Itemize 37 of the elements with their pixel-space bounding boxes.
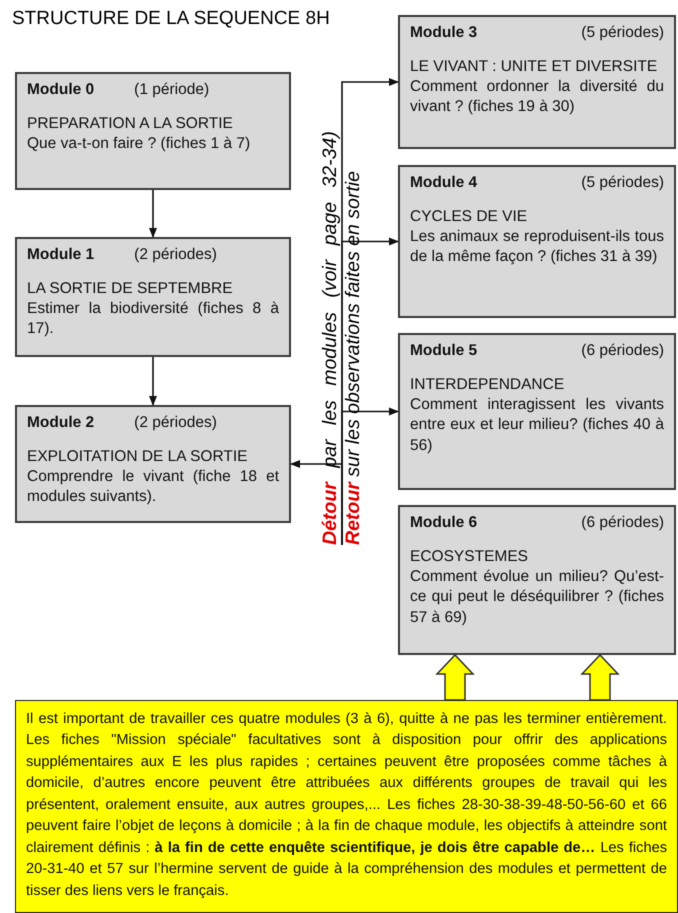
module-heading: Module 5 [410, 341, 478, 361]
arrow [149, 190, 157, 238]
module-description: CYCLES DE VIE Les animaux se reproduisent-ils tous de la même façon ? (fiches 31 à 39) [410, 207, 664, 268]
block-arrow [435, 654, 475, 701]
module-heading: Module 4 [410, 173, 478, 193]
duration-text: (6 périodes) [581, 513, 664, 533]
module-box [398, 333, 676, 490]
module-description: ECOSYSTEMES Comment évolue un milieu? Qu’est-ce qui peut le déséquilibrer ? (fiches 57 à 69) [410, 547, 664, 628]
module-description: EXPLOITATION DE LA SORTIE Comprendre le vivant (fiche 18 et modules suivants). [27, 447, 279, 508]
vertical-label: Retour sur les observations faites en sortie [343, 171, 364, 545]
duration-text: (2 périodes) [134, 245, 217, 265]
vertical-label: Détour par les modules (voir page 32-34) [320, 131, 341, 545]
module-description: INTERDEPENDANCE Comment interagissent les vivants entre eux et leur milieu? (fiches 40 à 56) [410, 375, 664, 456]
module-heading: Module 6 [410, 513, 478, 533]
module-heading: Module 2 [27, 413, 94, 433]
module-box [398, 505, 676, 655]
module-description: LE VIVANT : UNITE ET DIVERSITE Comment ordonner la diversité du vivant ? (fiches 19 à 30) [410, 57, 664, 118]
duration-text: (6 périodes) [581, 341, 664, 361]
duration-text: (5 périodes) [581, 23, 664, 43]
duration-text: (5 périodes) [581, 173, 664, 193]
module-box [398, 15, 676, 149]
module-box [15, 72, 291, 190]
module-heading: Module 3 [410, 23, 478, 43]
module-description: PREPARATION A LA SORTIE Que va-t-on faire ? (fiches 1 à 7) [27, 114, 252, 154]
duration-text: (2 périodes) [134, 413, 217, 433]
module-box [15, 237, 291, 357]
arrow [149, 357, 157, 406]
note-box: Il est important de travailler ces quatre modules (3 à 6), quitte à ne pas les terminer entièrement. Les fiches "Mission spéciale" facultatives sont à disposition pour offrir des applications supplémentaires aux E les plus rapides ; certaines peuvent être proposées comme tâches à domicile, d’autres encore peuvent être attribuées aux différents groupes de travail qui les présentent, oralement ensuite, aux autres groupes,... Les fiches 28-30-38-39-48-50-56-60 et 66 peuvent faire l’objet de leçons à domicile ; à la fin de chaque module, les objectifs à atteindre sont clairement définis : à la fin de cette enquête scientifique, je dois être capable de… Les fiches 20-31-40 et 57 sur l’hermine servent de guide à la compréhension des modules et permettent de tisser des liens vers le français. [15, 700, 678, 913]
block-arrow [580, 654, 620, 701]
arrow [341, 408, 399, 545]
diagram-title: STRUCTURE DE LA SEQUENCE 8H [12, 8, 330, 30]
module-description: LA SORTIE DE SEPTEMBRE Estimer la biodiversité (fiches 8 à 17). [27, 279, 279, 340]
module-heading: Module 0 [27, 80, 94, 100]
module-box [15, 405, 291, 523]
duration-text: (1 période) [134, 80, 210, 100]
module-heading: Module 1 [27, 245, 94, 265]
module-box [398, 165, 676, 318]
